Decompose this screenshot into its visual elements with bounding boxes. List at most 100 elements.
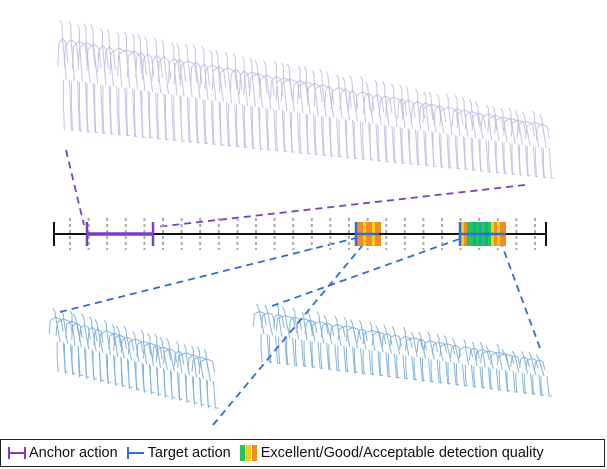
skeleton-forearm [108, 336, 111, 350]
skeleton-spine [436, 94, 445, 134]
skeleton-figure [113, 325, 133, 388]
skeleton-figure [179, 44, 201, 144]
skeleton-forearm [252, 314, 255, 327]
skeleton-right-leg [141, 362, 148, 392]
skeleton-left-leg [149, 366, 152, 395]
skeleton-left-leg [62, 79, 65, 131]
skeleton-figure [127, 330, 148, 392]
skeleton-spine [256, 303, 265, 335]
skeleton-figure [362, 321, 383, 376]
skeleton-forearm [199, 68, 202, 89]
skeleton-spine [521, 111, 531, 147]
skeleton-left-leg [219, 102, 222, 146]
skeleton-forearm [399, 338, 402, 350]
skeleton-figure [71, 24, 91, 133]
skeleton-left-leg [56, 341, 59, 373]
skeleton-forearm [439, 110, 442, 126]
skeleton-forearm [55, 322, 58, 336]
skeleton-right-leg [509, 142, 516, 175]
skeleton-arms [169, 57, 181, 81]
skeleton-arms [56, 318, 73, 334]
skeleton-arms [105, 45, 116, 71]
skeleton-forearm [261, 315, 264, 329]
skeleton-left-leg [417, 130, 420, 166]
skeleton-forearm [356, 331, 359, 343]
skeleton-figure [304, 312, 324, 369]
skeleton-left-leg [286, 337, 289, 366]
skeleton-forearm [519, 359, 522, 369]
skeleton-forearm [347, 94, 350, 112]
skeleton-forearm [97, 50, 100, 73]
skeleton-figure [475, 341, 494, 390]
skeleton-forearm [397, 102, 400, 119]
skeleton-figure [371, 325, 391, 377]
skeleton-right-leg [163, 93, 169, 140]
skeleton-spine [375, 325, 384, 353]
skeleton-arms [358, 328, 368, 342]
skeleton-left-leg [244, 105, 247, 149]
skeleton-right-leg [377, 350, 383, 376]
legend-quality-label: Excellent/Good/Acceptable detection qual… [260, 445, 544, 461]
skeleton-spine [500, 107, 508, 143]
skeleton-spine [81, 313, 90, 350]
skeleton-arms [417, 338, 428, 351]
skeleton-forearm [211, 71, 214, 91]
skeleton-forearm [218, 72, 221, 92]
skeleton-forearm [411, 105, 414, 121]
skeleton-forearm [78, 328, 81, 342]
skeleton-spine [52, 307, 61, 342]
skeleton-left-leg [86, 82, 89, 133]
skeleton-figure [78, 313, 97, 380]
skeleton-spine [358, 320, 367, 350]
skeleton-forearm [503, 121, 506, 136]
skeleton-left-leg [157, 93, 160, 140]
skeleton-left-leg [85, 349, 88, 379]
skeleton-left-leg [64, 343, 67, 374]
skeleton-figure [135, 34, 153, 139]
skeleton-forearm [187, 357, 190, 371]
legend-anchor-label: Anchor action [29, 445, 118, 461]
skeleton-spine [144, 36, 154, 93]
skeleton-arms [331, 323, 346, 338]
skeleton-right-leg [383, 124, 390, 162]
skeleton-left-leg [149, 91, 152, 139]
skeleton-left-leg [393, 126, 396, 164]
skeleton-arms [465, 110, 480, 128]
skeleton-arms [504, 117, 521, 134]
skeleton-arms [274, 313, 285, 328]
skeleton-forearm [229, 73, 232, 93]
skeleton-right-leg [494, 140, 500, 173]
skeleton-left-leg [199, 379, 202, 407]
anchor-zoom-line-right [155, 184, 526, 228]
skeleton-spine [443, 335, 452, 363]
skeleton-spine [501, 348, 511, 372]
skeleton-forearm [136, 344, 139, 357]
skeleton-arms [481, 350, 499, 362]
skeleton-forearm [329, 327, 332, 339]
skeleton-left-leg [377, 124, 380, 162]
skeleton-arms [254, 310, 267, 325]
skeleton-arms [537, 123, 550, 139]
skeleton-spine [73, 313, 82, 348]
skeleton-figure [136, 330, 155, 394]
anchor-zoom-line-left [65, 149, 85, 226]
skeleton-right-leg [202, 98, 209, 144]
anchor-skeleton-sequence [57, 20, 555, 179]
skeleton-forearm [371, 98, 374, 115]
skeleton-left-leg [440, 133, 443, 168]
skeleton-left-leg [447, 362, 450, 385]
skeleton-arms [87, 43, 102, 68]
skeleton-spine [249, 57, 256, 107]
skeleton-left-leg [488, 140, 491, 173]
skeleton-arms [73, 40, 88, 66]
skeleton-forearm [157, 61, 160, 83]
skeleton-spine [521, 351, 529, 374]
skeleton-forearm [487, 118, 490, 134]
skeleton-forearm [155, 349, 158, 363]
skeleton-right-leg [281, 109, 288, 152]
skeleton-spine [192, 44, 201, 99]
skeleton-arms [325, 85, 335, 106]
skeleton-forearm [275, 82, 278, 101]
skeleton-figure [252, 303, 273, 363]
skeleton-spine [264, 304, 274, 336]
